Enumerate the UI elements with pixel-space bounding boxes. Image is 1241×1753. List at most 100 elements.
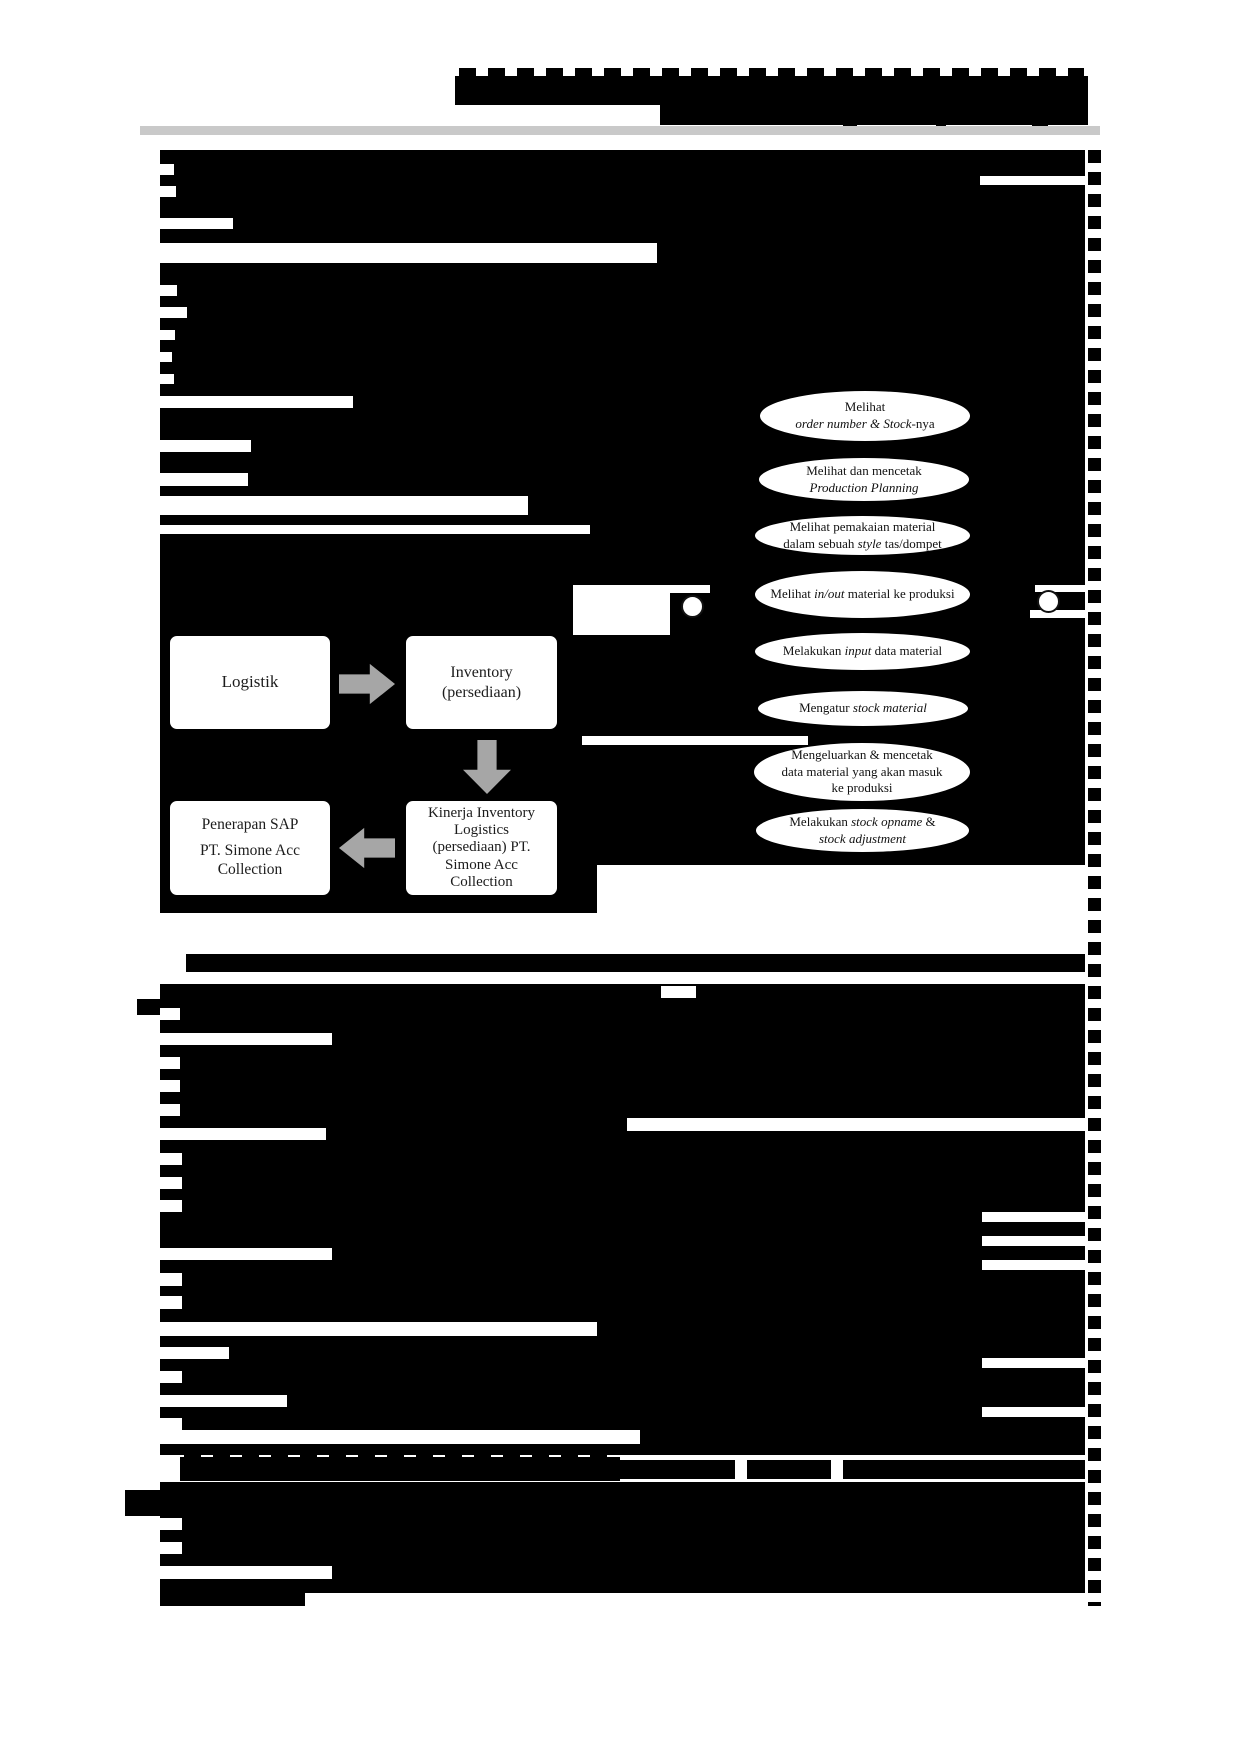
paragraph-gap <box>1030 610 1085 618</box>
use-case-text-line: Melihat <box>845 399 885 416</box>
redacted-mark <box>843 119 857 127</box>
use-case-text-line: Production Planning <box>810 480 919 497</box>
use-case-text-segment: data material yang akan masuk <box>781 763 943 779</box>
paragraph-gap <box>160 352 172 362</box>
use-case-text-segment: input <box>844 643 872 659</box>
paragraph-gap <box>982 1236 1085 1246</box>
paragraph-gap <box>160 1057 180 1069</box>
redacted-text-block <box>160 1120 1085 1322</box>
use-case-text-line: dalam sebuah style tas/dompet <box>783 536 942 553</box>
paragraph-gap <box>582 736 808 745</box>
paragraph-gap <box>980 176 1085 185</box>
use-case-text-segment: Melakukan <box>782 643 845 659</box>
flow-box-inventory: Inventory (persediaan) <box>403 633 560 732</box>
use-case-text-line: Mengeluarkan & mencetak <box>791 747 933 764</box>
flow-box-logistik: Logistik <box>167 633 333 732</box>
paragraph-gap <box>573 585 710 593</box>
redacted-mark <box>936 119 946 127</box>
paragraph-gap <box>160 164 174 175</box>
redacted-text-block <box>160 1593 305 1606</box>
flow-box-label: Collection <box>450 873 513 890</box>
paragraph-gap <box>160 1395 287 1407</box>
flow-box-label: Simone Acc <box>445 856 518 873</box>
paragraph-gap <box>160 1430 640 1444</box>
use-case-text-line: data material yang akan masuk <box>782 764 943 781</box>
flow-box-label: (persediaan) <box>441 683 522 701</box>
redacted-mark <box>754 112 761 119</box>
paragraph-gap <box>661 986 696 998</box>
use-case-text-line: ke produksi <box>831 780 892 797</box>
use-case-text-line: Melakukan stock opname & <box>789 814 935 831</box>
redacted-mark <box>1032 113 1048 126</box>
use-case-ellipse: Melakukan input data material <box>753 631 972 672</box>
flow-box-label: Inventory <box>450 663 513 681</box>
paragraph-gap <box>982 1358 1085 1368</box>
redacted-heading-segment <box>747 1460 831 1479</box>
flow-box-label: Penerapan SAP <box>201 816 299 834</box>
use-case-text-segment: dalam sebuah <box>783 535 858 551</box>
paragraph-gap <box>160 525 590 534</box>
paragraph-gap <box>160 1080 180 1092</box>
paragraph-gap <box>160 396 353 408</box>
paragraph-gap <box>160 1518 182 1530</box>
paragraph-gap <box>160 1104 180 1116</box>
paragraph-gap <box>573 593 670 635</box>
paragraph-gap <box>160 285 177 296</box>
use-case-text-segment: tas/dompet <box>881 535 942 551</box>
use-case-ellipse: Melakukan stock opname &stock adjustment <box>754 807 971 854</box>
paragraph-gap <box>160 243 657 263</box>
paragraph-gap <box>160 473 248 486</box>
use-case-text-segment: Mengatur <box>799 700 853 716</box>
paragraph-gap <box>160 1153 182 1165</box>
paragraph-gap <box>160 440 251 452</box>
redacted-text-block <box>125 1490 163 1516</box>
paragraph-gap <box>982 1260 1085 1270</box>
flow-box-penerapan-sap: Penerapan SAP PT. Simone Acc Collection <box>167 798 333 898</box>
use-case-text-segment: order number & Stock <box>795 416 912 431</box>
use-case-text-segment: Melihat pemakaian material <box>789 518 936 534</box>
paragraph-gap <box>160 1296 182 1309</box>
redacted-subtitle-line <box>660 104 1088 125</box>
paragraph-gap <box>160 1200 182 1212</box>
redacted-section-heading <box>180 1449 620 1481</box>
use-case-ellipse: Mengatur stock material <box>756 689 970 728</box>
use-case-ellipse: Melihat in/out material ke produksi <box>753 569 972 620</box>
use-case-text-segment: style <box>857 535 882 551</box>
use-case-text-segment: Melakukan <box>789 813 852 829</box>
use-case-text-segment: data material <box>871 643 943 659</box>
use-case-text-segment: material ke produksi <box>844 586 955 602</box>
paragraph-gap <box>160 1566 332 1579</box>
redacted-text-block <box>160 984 1085 1120</box>
paragraph-gap <box>160 307 187 318</box>
redacted-heading-segment <box>843 1460 1085 1479</box>
paragraph-gap <box>160 496 528 515</box>
paragraph-gap <box>160 1273 182 1286</box>
paragraph-gap <box>160 218 233 229</box>
use-case-text-line: Melihat pemakaian material <box>790 519 936 536</box>
use-case-text-segment: Production Planning <box>809 479 919 495</box>
redacted-title-line <box>455 68 1088 105</box>
use-case-text-segment: stock material <box>852 700 927 716</box>
paragraph-gap <box>160 1033 332 1045</box>
use-case-actor-right-head-icon <box>1037 590 1060 613</box>
flow-box-label: Collection <box>217 860 283 878</box>
paragraph-gap <box>160 330 175 340</box>
use-case-text-line: Melihat dan mencetak <box>806 463 922 480</box>
paragraph-gap <box>160 1128 326 1140</box>
flow-box-label: (persediaan) PT. <box>432 839 531 856</box>
use-case-text-segment: ke produksi <box>831 780 893 796</box>
use-case-text-segment: Mengeluarkan & mencetak <box>791 747 933 763</box>
use-case-text-segment: stock opname <box>851 813 923 829</box>
use-case-text-line: Melakukan input data material <box>783 643 942 660</box>
paragraph-gap <box>160 1542 182 1554</box>
paragraph-gap <box>160 1347 229 1359</box>
flow-box-kinerja: Kinerja Inventory Logistics (persediaan)… <box>403 798 560 898</box>
redacted-figure-caption <box>186 954 1085 972</box>
paragraph-gap <box>982 1407 1085 1417</box>
paragraph-gap <box>1035 585 1085 592</box>
